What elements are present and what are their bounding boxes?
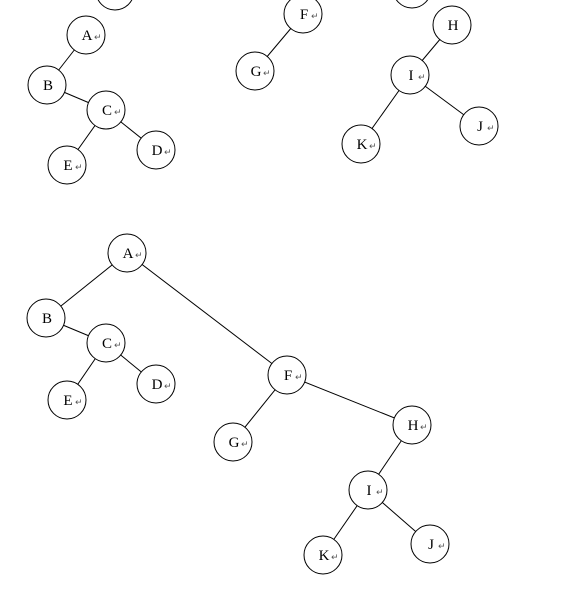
- paragraph-mark-icon: ↵: [75, 163, 83, 173]
- node-circle: [66, 15, 106, 55]
- paragraph-mark-icon: ↵: [94, 33, 102, 43]
- node-circle: [27, 65, 67, 105]
- node-label: J: [428, 537, 434, 553]
- node-t3-top: [395, 0, 429, 9]
- paragraph-mark-icon: ↵: [75, 398, 83, 408]
- node-label: B: [43, 78, 53, 94]
- node-b-b: B: [26, 298, 66, 338]
- node-circle: [303, 535, 343, 575]
- node-t3-i: I↵: [390, 55, 430, 95]
- node-label: D: [152, 143, 163, 159]
- node-circle: [390, 55, 430, 95]
- node-circle: [213, 422, 253, 462]
- node-b-g: G↵: [213, 422, 253, 462]
- node-circle: [432, 5, 472, 45]
- node-t2-g: G↵: [235, 51, 275, 91]
- node-label: E: [63, 158, 72, 174]
- node-b-c: C↵: [86, 323, 126, 363]
- node-circle: [267, 355, 307, 395]
- node-b-d: D↵: [136, 364, 176, 404]
- nodes: EA↵BC↵D↵E↵F↵G↵HI↵J↵K↵A↵BC↵D↵E↵F↵G↵H↵I↵J↵…: [26, 0, 499, 575]
- node-label: C: [102, 103, 112, 119]
- paragraph-mark-icon: ↵: [420, 423, 428, 433]
- node-t1-b: B: [27, 65, 67, 105]
- node-circle: [410, 524, 450, 564]
- paragraph-mark-icon: ↵: [135, 251, 143, 261]
- paragraph-mark-icon: ↵: [263, 69, 271, 79]
- node-circle: [97, 0, 133, 11]
- node-t2-f: F↵: [283, 0, 323, 34]
- node-circle: [283, 0, 323, 34]
- node-b-f: F↵: [267, 355, 307, 395]
- node-circle: [136, 130, 176, 170]
- node-b-k: K↵: [303, 535, 343, 575]
- node-label: H: [448, 18, 459, 34]
- paragraph-mark-icon: ↵: [438, 542, 446, 552]
- node-b-j: J↵: [410, 524, 450, 564]
- node-label: K: [357, 137, 368, 153]
- node-label: B: [42, 311, 52, 327]
- paragraph-mark-icon: ↵: [311, 12, 319, 22]
- node-circle: [107, 233, 147, 273]
- node-circle: [86, 90, 126, 130]
- node-t3-k: K↵: [341, 124, 381, 164]
- paragraph-mark-icon: ↵: [164, 148, 172, 158]
- paragraph-mark-icon: ↵: [114, 341, 122, 351]
- node-label: E: [63, 393, 72, 409]
- node-b-h: H↵: [392, 405, 432, 445]
- node-t1-c: C↵: [86, 90, 126, 130]
- node-label: K: [319, 548, 330, 564]
- node-t1-a: A↵: [66, 15, 106, 55]
- paragraph-mark-icon: ↵: [295, 373, 303, 383]
- node-label: F: [284, 368, 292, 384]
- node-t3-j: J↵: [459, 106, 499, 146]
- node-label: A: [123, 246, 134, 262]
- node-t1-top: E: [97, 0, 133, 11]
- node-circle: [395, 0, 429, 9]
- paragraph-mark-icon: ↵: [114, 108, 122, 118]
- node-label: F: [300, 7, 308, 23]
- node-label: I: [409, 68, 414, 84]
- node-b-a: A↵: [107, 233, 147, 273]
- node-label: G: [229, 435, 240, 451]
- node-t1-e: E↵: [47, 145, 87, 185]
- node-circle: [341, 124, 381, 164]
- node-circle: [26, 298, 66, 338]
- paragraph-mark-icon: ↵: [487, 124, 495, 134]
- node-circle: [86, 323, 126, 363]
- node-b-e: E↵: [47, 380, 87, 420]
- node-label: A: [82, 28, 93, 44]
- node-b-i: I↵: [348, 470, 388, 510]
- node-label: G: [251, 64, 262, 80]
- paragraph-mark-icon: ↵: [376, 488, 384, 498]
- node-circle: [392, 405, 432, 445]
- node-label: I: [367, 483, 372, 499]
- node-circle: [459, 106, 499, 146]
- paragraph-mark-icon: ↵: [241, 440, 249, 450]
- node-label: D: [152, 377, 163, 393]
- edge-b-f-b-h: [286, 374, 413, 426]
- node-circle: [348, 470, 388, 510]
- node-circle: [47, 380, 87, 420]
- node-circle: [136, 364, 176, 404]
- edge-b-a-b-f: [126, 252, 288, 376]
- node-circle: [235, 51, 275, 91]
- paragraph-mark-icon: ↵: [331, 553, 339, 563]
- paragraph-mark-icon: ↵: [164, 382, 172, 392]
- paragraph-mark-icon: ↵: [418, 73, 426, 83]
- node-circle: [47, 145, 87, 185]
- node-t1-d: D↵: [136, 130, 176, 170]
- node-label: J: [477, 119, 483, 135]
- node-t3-h: H: [432, 5, 472, 45]
- paragraph-mark-icon: ↵: [369, 142, 377, 152]
- node-label: H: [408, 418, 419, 434]
- node-label: C: [102, 336, 112, 352]
